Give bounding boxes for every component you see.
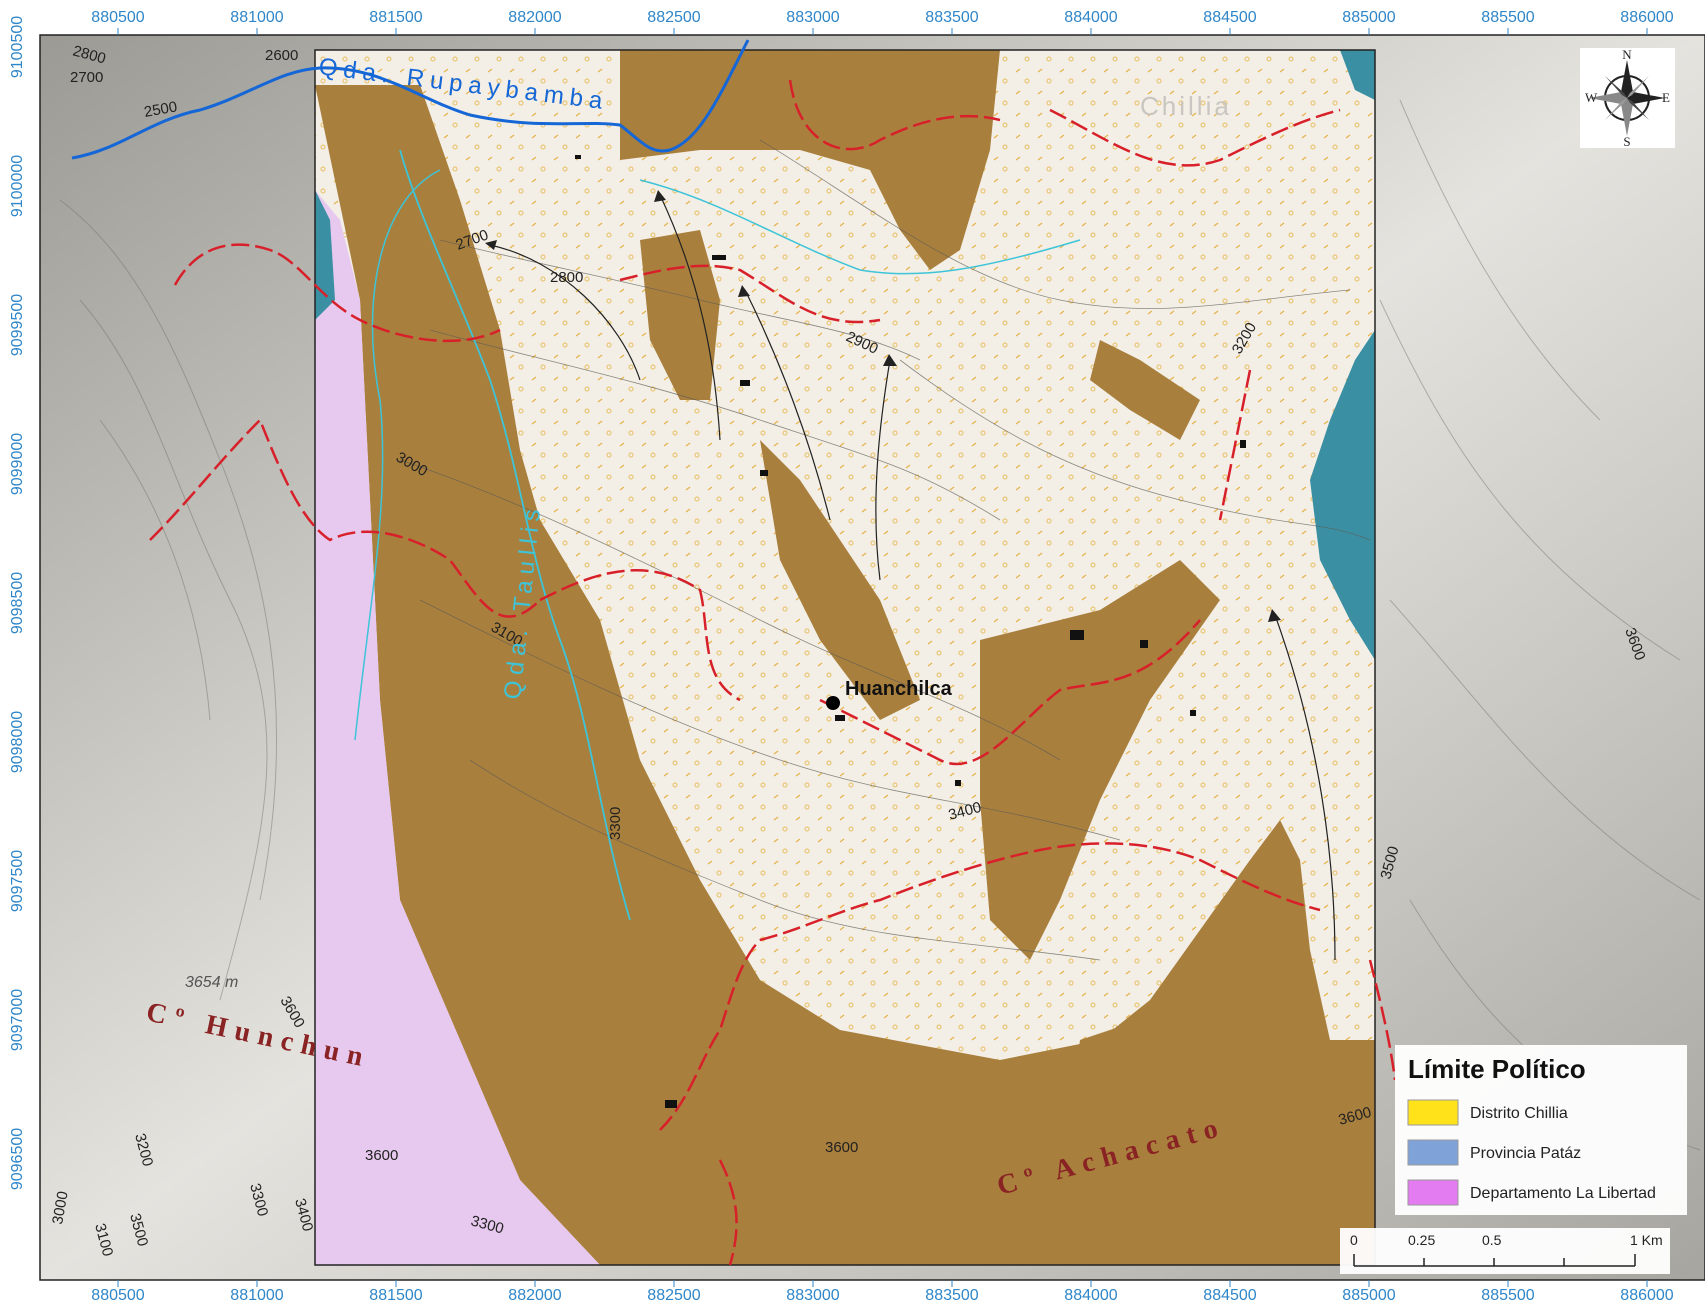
east-label: E bbox=[1662, 90, 1670, 105]
x-tick-bottom-886000: 886000 bbox=[1620, 1287, 1673, 1304]
water-body-east bbox=[1310, 330, 1375, 660]
x-tick-top-886000: 886000 bbox=[1620, 9, 1673, 26]
contour-label-2600: 2600 bbox=[265, 47, 298, 64]
legend-swatch-province bbox=[1407, 1139, 1459, 1166]
stream-taullis bbox=[399, 149, 631, 921]
flow-arrows bbox=[489, 194, 1336, 961]
y-tick-9100000: 9100000 bbox=[9, 155, 26, 217]
west-label: W bbox=[1585, 90, 1598, 105]
y-tick-9098500: 9098500 bbox=[9, 572, 26, 634]
x-tick-bottom-883000: 883000 bbox=[786, 1287, 839, 1304]
scale-label-025: 0.25 bbox=[1408, 1232, 1435, 1248]
x-tick-top-884000: 884000 bbox=[1064, 9, 1117, 26]
x-tick-bottom-882000: 882000 bbox=[508, 1287, 561, 1304]
water-body-west bbox=[315, 190, 335, 320]
study-contours bbox=[399, 139, 1371, 961]
buildings bbox=[575, 155, 1246, 1108]
y-axis-left: 9100500 9100000 9099500 9099000 9098500 90980… bbox=[9, 16, 26, 1190]
south-label: S bbox=[1623, 134, 1630, 149]
scale-label-0: 0 bbox=[1350, 1232, 1358, 1248]
x-tick-top-880500: 880500 bbox=[91, 9, 144, 26]
north-label: N bbox=[1622, 47, 1632, 62]
peak-elevation-label: 3654 m bbox=[185, 974, 238, 991]
stream-taullis-branch bbox=[354, 169, 441, 741]
town-label: Huanchilca bbox=[845, 678, 953, 700]
x-tick-bottom-881000: 881000 bbox=[230, 1287, 283, 1304]
x-tick-top-882000: 882000 bbox=[508, 9, 561, 26]
legend-title: Límite Político bbox=[1408, 1054, 1586, 1084]
stream-north-branch bbox=[639, 179, 1081, 275]
x-tick-bottom-885000: 885000 bbox=[1342, 1287, 1395, 1304]
contour-label-3000: 3000 bbox=[49, 1190, 72, 1226]
x-tick-bottom-881500: 881500 bbox=[369, 1287, 422, 1304]
legend-item-province: Provincia Patáz bbox=[1470, 1145, 1581, 1162]
y-tick-9100500: 9100500 bbox=[9, 16, 26, 78]
x-tick-top-883500: 883500 bbox=[925, 9, 978, 26]
legend: Límite Político Distrito Chillia Provinc… bbox=[1395, 1045, 1687, 1215]
x-axis-bottom: 880500 881000 881500 882000 882500 883000 8835… bbox=[91, 1280, 1674, 1304]
x-tick-top-885500: 885500 bbox=[1481, 9, 1534, 26]
scale-label-05: 0.5 bbox=[1482, 1232, 1502, 1248]
contour-label-3600: 3600 bbox=[825, 1139, 858, 1156]
town-marker bbox=[826, 696, 840, 710]
water-body-northeast bbox=[1340, 50, 1375, 100]
river-rupaybamba bbox=[71, 39, 750, 160]
contour-label-3300: 3300 bbox=[607, 807, 624, 840]
legend-item-department: Departamento La Libertad bbox=[1470, 1185, 1656, 1202]
study-area-frame bbox=[314, 49, 1376, 1266]
x-tick-top-883000: 883000 bbox=[786, 9, 839, 26]
x-tick-bottom-884000: 884000 bbox=[1064, 1287, 1117, 1304]
contour-label-3600: 3600 bbox=[365, 1147, 398, 1164]
legend-swatch-district bbox=[1407, 1099, 1459, 1126]
x-tick-bottom-882500: 882500 bbox=[647, 1287, 700, 1304]
legend-swatch-department bbox=[1407, 1179, 1459, 1206]
y-tick-9097500: 9097500 bbox=[9, 850, 26, 912]
scale-bar: 0 0.25 0.5 1 Km bbox=[1340, 1228, 1670, 1274]
x-tick-top-881500: 881500 bbox=[369, 9, 422, 26]
department-zone bbox=[315, 190, 600, 1265]
map-frame bbox=[39, 34, 1705, 1281]
y-tick-9099000: 9099000 bbox=[9, 433, 26, 495]
compass-rose-icon bbox=[1589, 60, 1665, 136]
roads bbox=[149, 79, 1397, 1266]
y-tick-9097000: 9097000 bbox=[9, 989, 26, 1051]
x-tick-bottom-885500: 885500 bbox=[1481, 1287, 1534, 1304]
chillia-label: Chillia bbox=[1140, 91, 1232, 121]
contour-label-2700: 2700 bbox=[70, 69, 103, 86]
y-tick-9099500: 9099500 bbox=[9, 294, 26, 356]
contour-label-2800: 2800 bbox=[550, 269, 583, 286]
x-axis-top: 880500 881000 881500 882000 882500 883000 8835… bbox=[91, 9, 1674, 35]
x-tick-top-884500: 884500 bbox=[1203, 9, 1256, 26]
x-tick-top-881000: 881000 bbox=[230, 9, 283, 26]
scale-label-1km: 1 Km bbox=[1630, 1232, 1663, 1248]
north-arrow: N S W E bbox=[1580, 47, 1675, 149]
y-tick-9098000: 9098000 bbox=[9, 711, 26, 773]
x-tick-bottom-884500: 884500 bbox=[1203, 1287, 1256, 1304]
legend-item-district: Distrito Chillia bbox=[1470, 1105, 1568, 1122]
x-tick-top-885000: 885000 bbox=[1342, 9, 1395, 26]
x-tick-bottom-883500: 883500 bbox=[925, 1287, 978, 1304]
y-tick-9096500: 9096500 bbox=[9, 1128, 26, 1190]
contour-label-2500: 2500 bbox=[143, 98, 179, 121]
x-tick-bottom-880500: 880500 bbox=[91, 1287, 144, 1304]
x-tick-top-882500: 882500 bbox=[647, 9, 700, 26]
